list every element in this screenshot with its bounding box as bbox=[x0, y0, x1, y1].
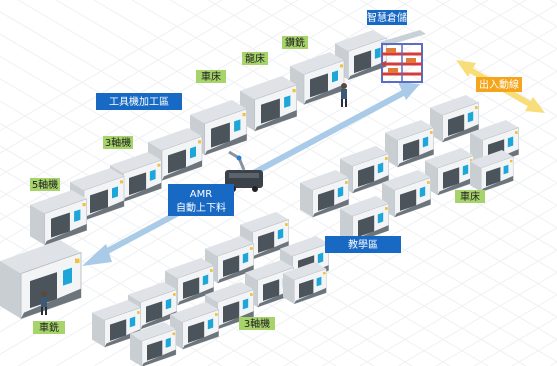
label-milling: 龍床 bbox=[242, 52, 268, 65]
cnc-machine-icon bbox=[470, 150, 514, 193]
tool-area-text: 工具機加工區 bbox=[109, 95, 169, 108]
lathe-bottom-text: 車銑 bbox=[39, 321, 59, 334]
worker-icon bbox=[341, 83, 347, 107]
label-drill: 鑽銑 bbox=[282, 36, 308, 49]
robot-arm-icon bbox=[228, 150, 246, 171]
five-axis-text: 5軸機 bbox=[32, 178, 58, 191]
teaching-area-text: 教學區 bbox=[348, 238, 378, 251]
storage-rack-icon bbox=[380, 30, 426, 83]
cnc-machine-icon bbox=[240, 76, 298, 132]
smart-warehouse-text: 智慧倉儲 bbox=[367, 11, 407, 24]
amr-text-line1: AMR bbox=[190, 189, 212, 200]
cnc-machine-icon bbox=[340, 196, 389, 244]
label-amr: AMR 自動上下料 bbox=[168, 184, 234, 216]
three-axis-bottom-text: 3軸機 bbox=[244, 317, 270, 330]
drill-text: 鑽銑 bbox=[285, 36, 305, 49]
worker-icon bbox=[41, 291, 47, 315]
label-lathe-teach: 車床 bbox=[455, 190, 485, 203]
milling-text: 龍床 bbox=[245, 52, 265, 65]
amr-vehicle-icon bbox=[225, 150, 263, 192]
cnc-machine-icon bbox=[30, 190, 88, 246]
label-lathe-top: 車床 bbox=[196, 70, 226, 83]
cnc-machine-icon bbox=[0, 240, 82, 320]
cnc-machine-icon bbox=[300, 170, 349, 218]
label-three-axis-bottom: 3軸機 bbox=[239, 317, 275, 330]
in-out-text: 出入動線 bbox=[479, 78, 519, 91]
cnc-machine-icon bbox=[110, 152, 162, 203]
cnc-machine-icon bbox=[290, 52, 345, 105]
labels-group: 智慧倉儲 出入動線 工具機加工區 教學區 AMR 自動上下料 鑽銑 龍床 bbox=[30, 10, 522, 334]
cnc-machine-icon bbox=[385, 120, 434, 168]
cnc-machine-icon bbox=[382, 170, 431, 218]
label-in-out: 出入動線 bbox=[476, 77, 522, 92]
cnc-machine-icon bbox=[128, 282, 177, 330]
cnc-machine-icon bbox=[170, 302, 219, 350]
lathe-top-text: 車床 bbox=[201, 70, 221, 83]
machine-group bbox=[0, 30, 519, 366]
cnc-machine-icon bbox=[130, 322, 177, 366]
label-three-axis-top: 3軸機 bbox=[103, 136, 133, 149]
cnc-machine-icon bbox=[340, 146, 389, 194]
cnc-machine-icon bbox=[425, 148, 474, 196]
lathe-teach-text: 車床 bbox=[460, 190, 480, 203]
label-teaching-area: 教學區 bbox=[325, 236, 401, 253]
label-five-axis: 5軸機 bbox=[30, 178, 60, 191]
label-lathe-bottom: 車銑 bbox=[33, 321, 65, 334]
label-smart-warehouse: 智慧倉儲 bbox=[367, 10, 407, 25]
amr-text-line2: 自動上下料 bbox=[176, 201, 226, 214]
cnc-machine-icon bbox=[148, 128, 203, 181]
cnc-machine-icon bbox=[430, 95, 479, 143]
cnc-machine-icon bbox=[205, 282, 254, 330]
cnc-machine-icon bbox=[283, 262, 327, 305]
label-tool-area: 工具機加工區 bbox=[96, 93, 182, 110]
three-axis-top-text: 3軸機 bbox=[105, 136, 131, 149]
